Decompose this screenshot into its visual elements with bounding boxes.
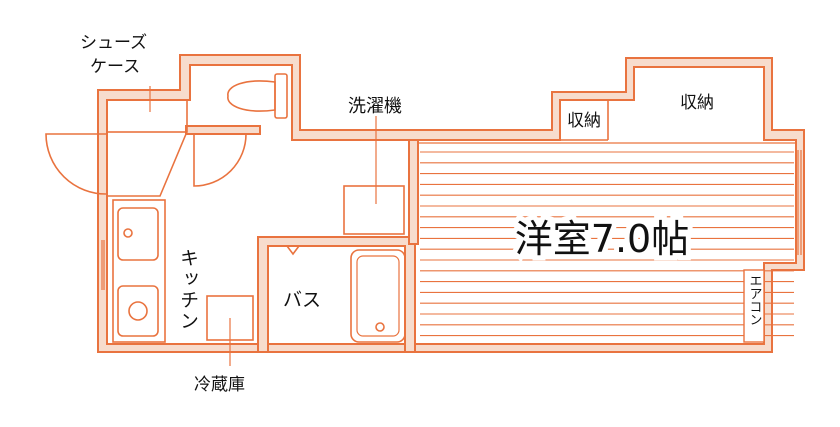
western-room-label: 洋室7.0帖: [515, 217, 689, 261]
toilet-wall: [185, 125, 261, 135]
shoe-case: [106, 99, 188, 133]
entrance-door-swing-icon: [45, 133, 108, 195]
toilet-icon: [227, 73, 288, 119]
aircon-label: エアコン: [747, 274, 762, 326]
western-room-floor: [420, 151, 794, 337]
washing-machine-area: [343, 185, 405, 235]
room-partition-wall: [408, 139, 419, 245]
bath-label: バス: [283, 289, 321, 311]
toilet-door-swing-icon: [193, 133, 247, 187]
kitchen-passage: [106, 133, 187, 197]
storage-small-label: 収納: [567, 111, 601, 131]
sink-icon: [117, 207, 159, 261]
storage-large-label: 収納: [680, 93, 714, 113]
aircon-box: [743, 269, 765, 343]
bathtub-icon: [350, 249, 406, 343]
bath-wall: [257, 236, 416, 353]
stove-icon: [117, 285, 159, 337]
refrigerator-label: 冷蔵庫: [194, 375, 245, 395]
washing-machine-label: 洗濯機: [348, 96, 402, 117]
shoe-case-label-line2: ケース: [90, 57, 140, 77]
shoe-case-label-line1: シューズ: [80, 33, 147, 53]
kitchen-label: キッチン: [177, 248, 199, 332]
kitchen-counter: [112, 199, 166, 343]
